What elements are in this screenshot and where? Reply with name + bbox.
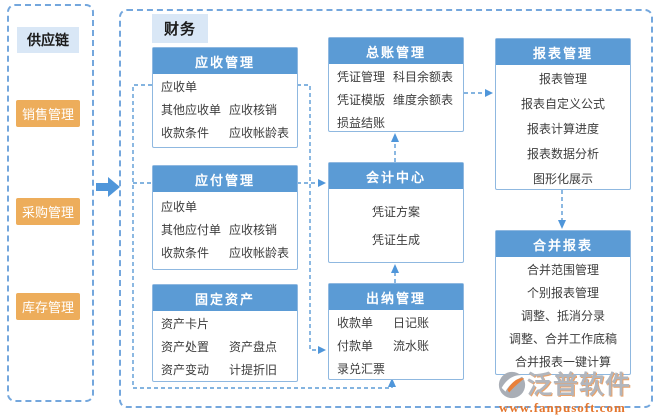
box-item: 凭证模版 (337, 93, 386, 107)
box-item: 资产盘点 (229, 340, 278, 354)
box-item-row: 其他应付单应收核销 (161, 219, 289, 242)
box-item: 资产变动 (161, 363, 210, 377)
box-item: 凭证方案 (371, 204, 420, 219)
box-item-row: 其他应收单应收核销 (161, 99, 289, 122)
box-item: 其他应收单 (161, 103, 222, 117)
box-item-row: 应收单 (161, 76, 289, 99)
box-title: 合并报表 (496, 231, 630, 257)
box-item: 应收帐龄表 (229, 126, 290, 140)
box-item-row: 图形化展示 (504, 167, 622, 192)
box-item-row: 合并范围管理 (504, 259, 622, 282)
box-item: 收款条件 (161, 246, 210, 260)
box-title: 总账管理 (329, 38, 463, 64)
box-item: 调整、合并工作底稿 (508, 332, 617, 346)
box-item-row: 收款条件 应收帐龄表 (161, 242, 289, 265)
box-item: 应收单 (161, 200, 198, 214)
box-item: 维度余额表 (393, 93, 454, 107)
watermark-brand: 泛普软件 (527, 371, 632, 399)
box-item-row: 报表管理 (504, 67, 622, 92)
box-item: 其他应付单 (161, 223, 222, 237)
box-item: 调整、抵消分录 (520, 309, 605, 323)
box-item-row: 凭证方案 (337, 198, 455, 226)
finance-tab: 财务 (152, 14, 208, 43)
box-item: 报表计算进度 (526, 122, 599, 136)
box-item-row: 报表计算进度 (504, 117, 622, 142)
box-accounting-center: 会计中心 凭证方案 凭证生成 (328, 162, 464, 263)
box-title: 会计中心 (329, 163, 463, 189)
box-item: 报表自定义公式 (520, 97, 605, 111)
box-item: 报表数据分析 (526, 147, 599, 161)
box-report-management: 报表管理 报表管理 报表自定义公式 报表计算进度 报表数据分析 图形化展示 (495, 38, 631, 190)
box-item: 应收核销 (229, 103, 278, 117)
box-item-row: 凭证管理科目余额表 (337, 66, 455, 89)
box-item-row: 资产处置 资产盘点 (161, 336, 289, 359)
sidebar-item-purchase: 采购管理 (16, 198, 80, 225)
box-item-row: 资产卡片 (161, 313, 289, 336)
box-item: 科目余额表 (393, 70, 454, 84)
box-title: 应付管理 (153, 166, 297, 192)
supply-chain-panel (7, 4, 94, 402)
box-general-ledger: 总账管理 凭证管理科目余额表 凭证模版维度余额表 损益结账 (328, 37, 464, 132)
fanpu-logo-icon (498, 371, 526, 399)
box-payables: 应付管理 应收单 其他应付单应收核销 收款条件 应收帐龄表 (152, 165, 298, 270)
box-item-row: 收款条件 应收帐龄表 (161, 122, 289, 145)
box-item-row: 凭证生成 (337, 226, 455, 254)
box-item: 损益结账 (337, 116, 386, 130)
flow-arrow-icon (96, 177, 120, 197)
box-item: 合并报表一键计算 (514, 355, 611, 369)
box-item-row: 调整、合并工作底稿 (504, 328, 622, 351)
sidebar-item-inventory: 库存管理 (16, 293, 80, 320)
box-receivables: 应收管理 应收单 其他应收单应收核销 收款条件 应收帐龄表 (152, 47, 298, 148)
box-item: 凭证管理 (337, 70, 386, 84)
box-item: 应收单 (161, 80, 198, 94)
box-item: 流水账 (393, 339, 430, 353)
box-item-row: 收款单 日记账 (337, 312, 455, 335)
box-item: 收款条件 (161, 126, 210, 140)
box-title: 报表管理 (496, 39, 630, 65)
watermark: 泛普软件 www.fanpusoft.com (497, 370, 653, 416)
box-item: 付款单 (337, 339, 374, 353)
box-item: 应收核销 (229, 223, 278, 237)
finance-panel (119, 9, 653, 408)
supply-chain-title: 供应链 (17, 27, 79, 53)
box-consolidated-report: 合并报表 合并范围管理 个别报表管理 调整、抵消分录 调整、合并工作底稿 合并报… (495, 230, 631, 375)
box-item: 报表管理 (538, 72, 587, 86)
box-item: 计提折旧 (229, 363, 278, 377)
box-item: 录兑汇票 (337, 362, 386, 376)
box-item-row: 个别报表管理 (504, 282, 622, 305)
box-item-row: 调整、抵消分录 (504, 305, 622, 328)
box-title: 固定资产 (153, 285, 297, 311)
sidebar-item-sales: 销售管理 (16, 100, 80, 127)
box-cashier: 收款单 日记账 付款单 流水账 录兑汇票 出纳管理 (328, 283, 464, 380)
box-item-row: 应收单 (161, 196, 289, 219)
box-item-row: 资产变动 计提折旧 (161, 359, 289, 382)
box-item: 资产处置 (161, 340, 210, 354)
box-item: 应收帐龄表 (229, 246, 290, 260)
watermark-url: www.fanpusoft.com (499, 400, 626, 415)
box-item-row: 付款单 流水账 (337, 335, 455, 358)
box-item-row: 合并报表一键计算 (504, 351, 622, 374)
box-item: 日记账 (393, 316, 430, 330)
box-item: 图形化展示 (532, 172, 593, 186)
box-item: 收款单 (337, 316, 374, 330)
box-title: 出纳管理 (329, 284, 463, 310)
box-item: 凭证生成 (371, 232, 420, 247)
box-item: 资产卡片 (161, 317, 210, 331)
box-item-row: 凭证模版维度余额表 (337, 89, 455, 112)
box-item-row: 报表自定义公式 (504, 92, 622, 117)
box-item-row: 损益结账 (337, 112, 455, 135)
box-item: 个别报表管理 (526, 286, 599, 300)
box-item: 合并范围管理 (526, 263, 599, 277)
box-item-row: 录兑汇票 (337, 358, 455, 381)
box-item-row: 报表数据分析 (504, 142, 622, 167)
box-fixed-assets: 固定资产 资产卡片 资产处置 资产盘点 资产变动 计提折旧 (152, 284, 298, 382)
box-title: 应收管理 (153, 48, 297, 74)
